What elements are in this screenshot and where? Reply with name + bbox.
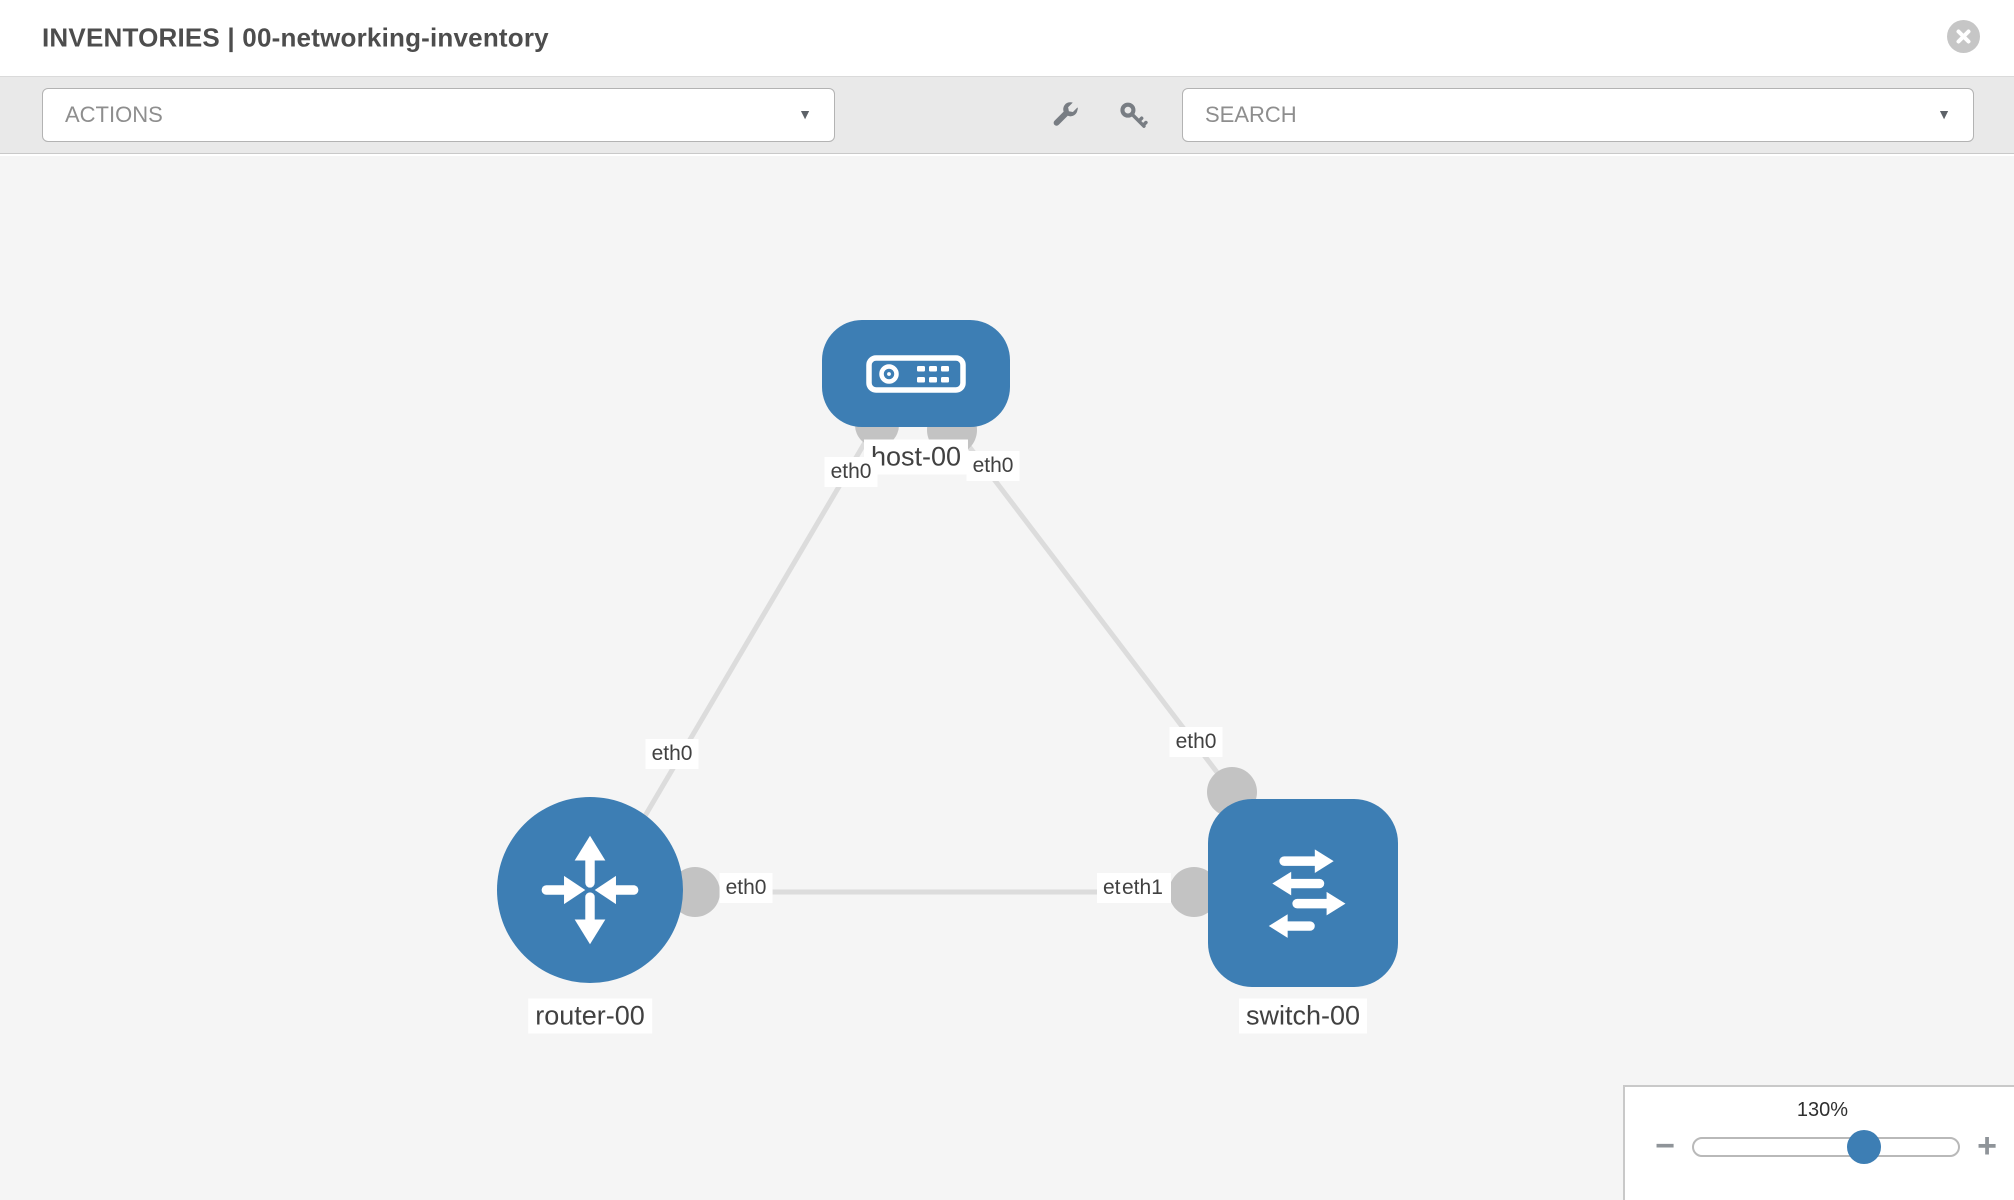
link-lines (642, 420, 1234, 895)
node-label-switch-00: switch-00 (1238, 998, 1368, 1034)
node-label-host-00: host-00 (863, 439, 969, 475)
if-label-router-eth0-uplink: eth0 (645, 739, 699, 769)
topology-links-layer (642, 403, 1257, 917)
search-dropdown[interactable]: SEARCH ▼ (1182, 88, 1974, 142)
zoom-slider-track[interactable] (1692, 1137, 1960, 1157)
page-title: INVENTORIES | 00-networking-inventory (42, 22, 549, 53)
if-label-switch-eth0-uplink: eth0 (1169, 727, 1223, 757)
close-button[interactable] (1947, 20, 1980, 53)
zoom-level-value: 130% (1796, 1099, 1849, 1121)
chevron-down-icon: ▼ (798, 105, 812, 122)
toolbar: ACTIONS ▼ SEARCH ▼ (0, 76, 2014, 154)
if-label-router-eth0-horizontal: eth0 (719, 873, 773, 903)
node-label-router-00: router-00 (528, 998, 652, 1034)
port-switch-eth1[interactable] (1169, 867, 1219, 917)
node-host-00[interactable] (822, 320, 1010, 427)
host-icon (866, 354, 966, 393)
zoom-in-button[interactable]: + (1977, 1127, 1997, 1165)
configure-tools-button[interactable] (1048, 99, 1082, 133)
credentials-button[interactable] (1116, 99, 1150, 133)
node-switch-00[interactable] (1208, 799, 1398, 987)
close-icon (1956, 29, 1971, 44)
wrench-icon (1053, 102, 1078, 126)
zoom-control-panel: 130% − + (1623, 1085, 2014, 1200)
if-label-host-eth0-right: eth0 (966, 451, 1020, 481)
chevron-down-icon: ▼ (1937, 105, 1951, 122)
actions-dropdown-label: ACTIONS (65, 102, 163, 127)
actions-dropdown[interactable]: ACTIONS ▼ (42, 88, 835, 142)
node-router-00[interactable] (497, 797, 683, 983)
if-label-switch-eth1: eth1 (1121, 873, 1171, 903)
header: INVENTORIES | 00-networking-inventory (0, 0, 2014, 76)
zoom-slider-handle[interactable] (1847, 1130, 1881, 1164)
zoom-out-button[interactable]: − (1655, 1127, 1675, 1165)
key-icon (1120, 102, 1148, 128)
interface-ports (670, 403, 1257, 917)
if-label-host-eth0-left: eth0 (824, 457, 878, 487)
switch-icon (1268, 849, 1346, 938)
topology-canvas[interactable]: host-00 router-00 switch-00 eth0 eth0 et… (0, 156, 2014, 1200)
router-icon (541, 835, 639, 945)
search-dropdown-label: SEARCH (1205, 102, 1297, 127)
